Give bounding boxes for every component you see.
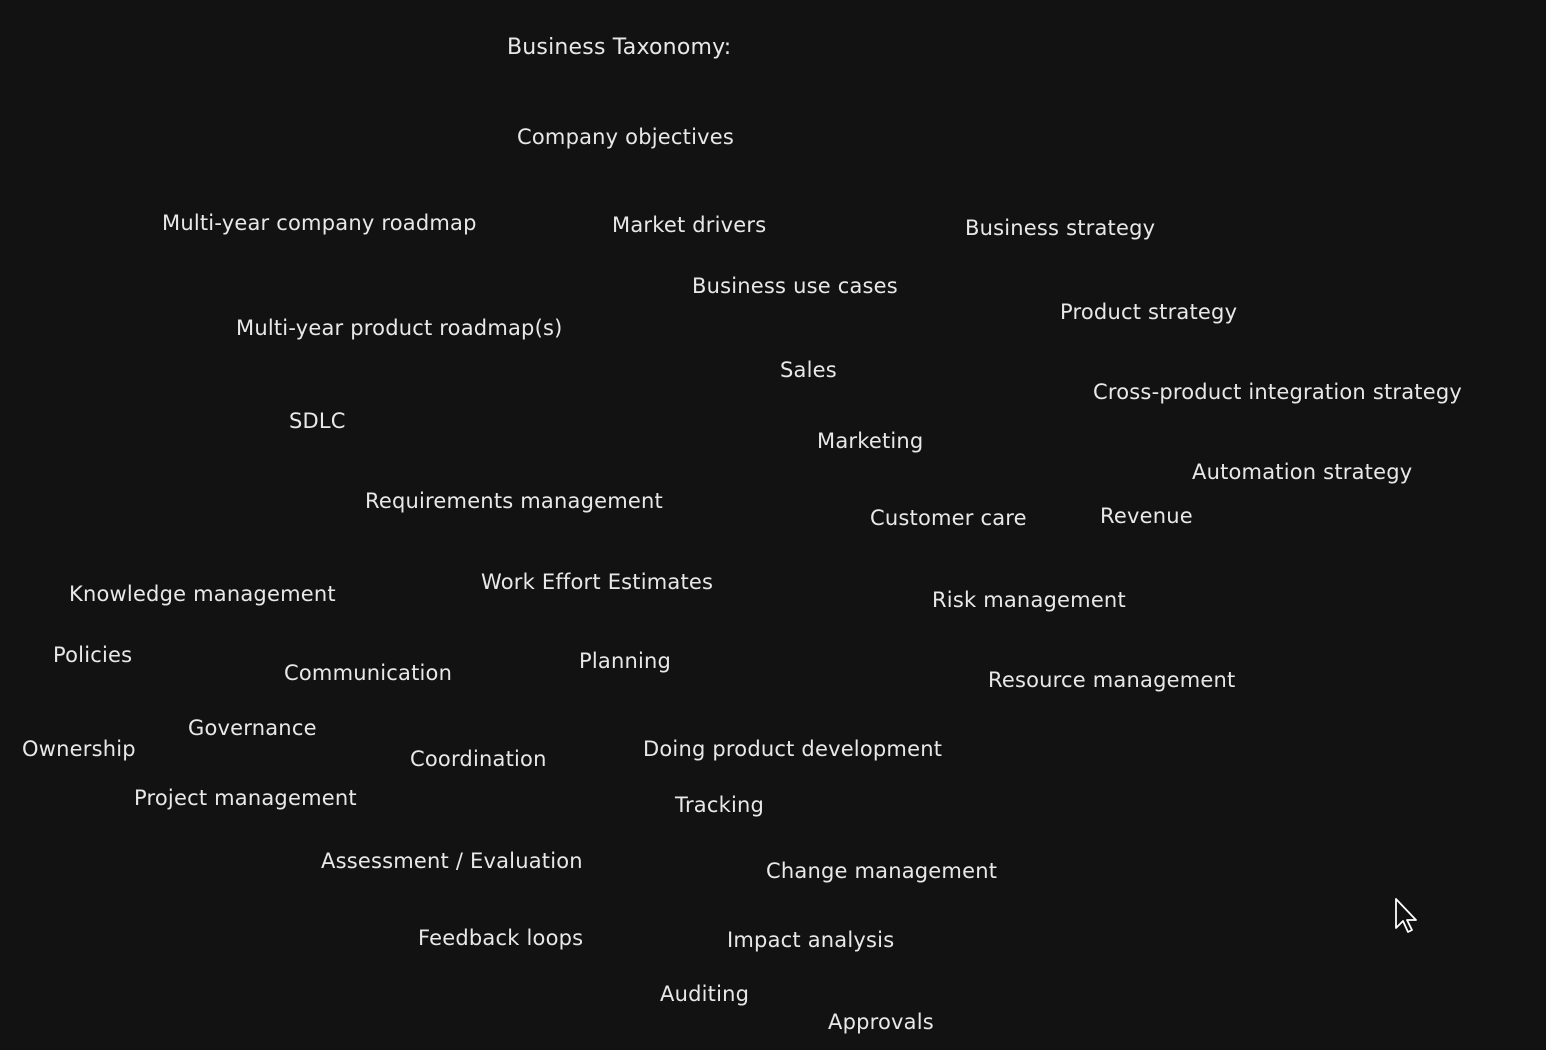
canvas-text-auditing[interactable]: Auditing bbox=[660, 982, 750, 1006]
canvas-text-multi-year-company-roadmap[interactable]: Multi-year company roadmap bbox=[162, 211, 477, 235]
canvas-text-knowledge-management[interactable]: Knowledge management bbox=[69, 582, 336, 606]
canvas-text-coordination[interactable]: Coordination bbox=[410, 747, 547, 771]
canvas-text-multi-year-product-roadmaps[interactable]: Multi-year product roadmap(s) bbox=[236, 316, 563, 340]
canvas-text-cross-product-integration-strategy[interactable]: Cross-product integration strategy bbox=[1093, 380, 1463, 404]
canvas-text-resource-management[interactable]: Resource management bbox=[988, 668, 1236, 692]
canvas-text-change-management[interactable]: Change management bbox=[766, 859, 998, 883]
canvas-text-business-use-cases[interactable]: Business use cases bbox=[692, 274, 898, 298]
canvas-text-marketing[interactable]: Marketing bbox=[817, 429, 924, 453]
canvas-text-governance[interactable]: Governance bbox=[188, 716, 317, 740]
canvas-text-market-drivers[interactable]: Market drivers bbox=[612, 213, 767, 237]
canvas-text-work-effort-estimates[interactable]: Work Effort Estimates bbox=[481, 570, 714, 594]
mouse-pointer-icon bbox=[1395, 898, 1417, 933]
canvas-text-doing-product-development[interactable]: Doing product development bbox=[643, 737, 943, 761]
canvas-text-sdlc[interactable]: SDLC bbox=[289, 409, 346, 433]
canvas-text-revenue[interactable]: Revenue bbox=[1100, 504, 1193, 528]
canvas-text-risk-management[interactable]: Risk management bbox=[932, 588, 1126, 612]
canvas-text-planning[interactable]: Planning bbox=[579, 649, 672, 673]
canvas-text-business-strategy[interactable]: Business strategy bbox=[965, 216, 1156, 240]
canvas-text-customer-care[interactable]: Customer care bbox=[870, 506, 1027, 530]
canvas-text-company-objectives[interactable]: Company objectives bbox=[517, 125, 735, 149]
canvas-text-sales[interactable]: Sales bbox=[780, 358, 837, 382]
canvas-text-ownership[interactable]: Ownership bbox=[22, 737, 136, 761]
canvas-text-product-strategy[interactable]: Product strategy bbox=[1060, 300, 1238, 324]
canvas-text-communication[interactable]: Communication bbox=[284, 661, 453, 685]
canvas-text-tracking[interactable]: Tracking bbox=[675, 793, 765, 817]
canvas-text-project-management[interactable]: Project management bbox=[134, 786, 357, 810]
canvas-text-feedback-loops[interactable]: Feedback loops bbox=[418, 926, 584, 950]
canvas-text-impact-analysis[interactable]: Impact analysis bbox=[727, 928, 895, 952]
canvas-text-automation-strategy[interactable]: Automation strategy bbox=[1192, 460, 1413, 484]
canvas-text-requirements-management[interactable]: Requirements management bbox=[365, 489, 663, 513]
canvas-text-approvals[interactable]: Approvals bbox=[828, 1010, 934, 1034]
taxonomy-title[interactable]: Business Taxonomy: bbox=[507, 35, 732, 60]
canvas-text-policies[interactable]: Policies bbox=[53, 643, 133, 667]
canvas-text-assessment-evaluation[interactable]: Assessment / Evaluation bbox=[321, 849, 583, 873]
